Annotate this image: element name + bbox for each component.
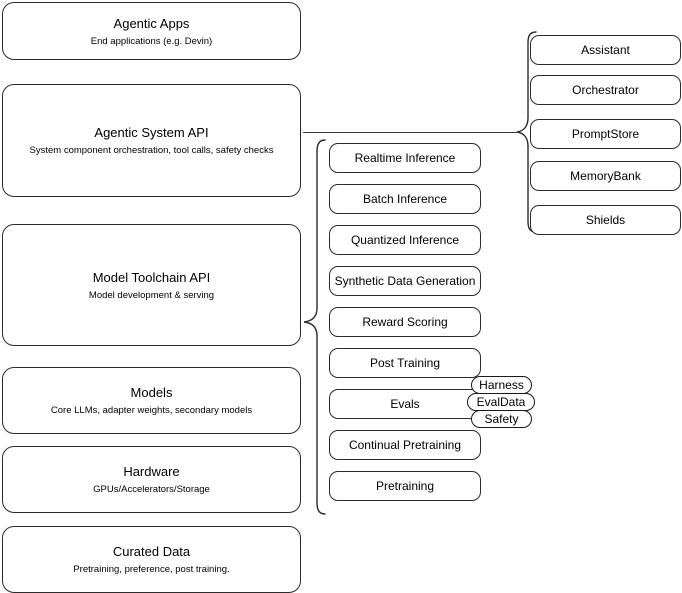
toolchain-item-reward-scoring[interactable]: Reward Scoring: [329, 307, 481, 337]
brace-toolchain: [303, 138, 327, 518]
chip-label: Realtime Inference: [354, 151, 456, 165]
stack-layer-agentic-apps[interactable]: Agentic Apps End applications (e.g. Devi…: [2, 2, 301, 60]
toolchain-item-batch-inference[interactable]: Batch Inference: [329, 184, 481, 214]
chip-label: Batch Inference: [362, 192, 448, 206]
chip-label: Continual Pretraining: [348, 438, 462, 452]
layer-title: Hardware: [123, 464, 180, 479]
chip-label: Reward Scoring: [362, 315, 448, 329]
pill-label: Harness: [479, 378, 524, 392]
stack-layer-models[interactable]: Models Core LLMs, adapter weights, secon…: [2, 367, 301, 434]
chip-label: Evals: [390, 397, 420, 411]
toolchain-item-post-training[interactable]: Post Training: [329, 348, 481, 378]
toolchain-item-realtime-inference[interactable]: Realtime Inference: [329, 143, 481, 173]
chip-label: Assistant: [581, 43, 630, 57]
layer-subtitle: Pretraining, preference, post training.: [73, 564, 230, 575]
layer-subtitle: Model development & serving: [88, 289, 215, 301]
evals-subcomponent-safety[interactable]: Safety: [471, 410, 532, 428]
system-component-assistant[interactable]: Assistant: [530, 35, 681, 65]
chip-label: Quantized Inference: [350, 233, 460, 247]
pill-label: Safety: [484, 412, 519, 426]
layer-subtitle: Core LLMs, adapter weights, secondary mo…: [50, 405, 253, 416]
pill-label: EvalData: [476, 395, 526, 409]
evals-subcomponent-harness[interactable]: Harness: [471, 376, 532, 394]
stack-layer-agentic-system-api[interactable]: Agentic System API System component orch…: [2, 84, 301, 197]
system-component-promptstore[interactable]: PromptStore: [530, 119, 681, 149]
system-component-orchestrator[interactable]: Orchestrator: [530, 75, 681, 105]
toolchain-item-synthetic-data-generation[interactable]: Synthetic Data Generation: [329, 266, 481, 296]
toolchain-item-continual-pretraining[interactable]: Continual Pretraining: [329, 430, 481, 460]
stack-layer-hardware[interactable]: Hardware GPUs/Accelerators/Storage: [2, 446, 301, 513]
chip-label: Synthetic Data Generation: [334, 274, 476, 288]
system-component-memorybank[interactable]: MemoryBank: [530, 161, 681, 191]
layer-subtitle: System component orchestration, tool cal…: [29, 145, 274, 156]
system-component-shields[interactable]: Shields: [530, 205, 681, 235]
layer-title: Model Toolchain API: [92, 269, 211, 285]
layer-subtitle: End applications (e.g. Devin): [90, 35, 213, 47]
layer-title: Models: [130, 385, 173, 400]
chip-label: MemoryBank: [570, 169, 641, 183]
chip-label: Orchestrator: [572, 83, 639, 97]
stack-layer-curated-data[interactable]: Curated Data Pretraining, preference, po…: [2, 526, 301, 593]
connector-system-api-to-components: [303, 132, 517, 133]
toolchain-item-quantized-inference[interactable]: Quantized Inference: [329, 225, 481, 255]
chip-label: Pretraining: [375, 479, 435, 493]
layer-title: Agentic System API: [94, 125, 209, 140]
toolchain-item-evals[interactable]: Evals: [329, 389, 481, 419]
chip-label: Post Training: [369, 356, 441, 370]
toolchain-item-pretraining[interactable]: Pretraining: [329, 471, 481, 501]
layer-title: Curated Data: [112, 544, 191, 559]
stack-layer-model-toolchain-api[interactable]: Model Toolchain API Model development & …: [2, 224, 301, 346]
brace-system-components: [516, 30, 538, 236]
layer-subtitle: GPUs/Accelerators/Storage: [93, 484, 210, 495]
chip-label: PromptStore: [571, 127, 640, 141]
layer-title: Agentic Apps: [113, 15, 190, 31]
evals-subcomponent-evaldata[interactable]: EvalData: [467, 393, 535, 411]
chip-label: Shields: [585, 213, 626, 227]
